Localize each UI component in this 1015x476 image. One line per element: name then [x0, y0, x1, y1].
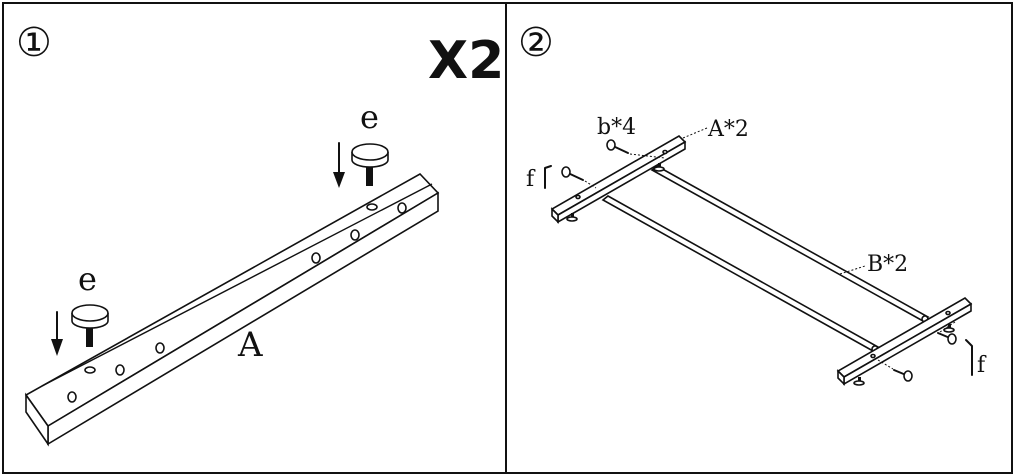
down-arrow-icon [333, 142, 345, 188]
part-label-a2: A*2 [707, 117, 749, 142]
foot-glide-e-right [351, 143, 389, 186]
bolt-b-top [606, 139, 666, 159]
step-number-2: ② [518, 20, 554, 66]
beam-top-hole [366, 203, 378, 211]
panel-2-frame [505, 2, 1013, 474]
leader-a2 [682, 127, 708, 139]
foot-glide-e-left [71, 304, 109, 347]
quantity-label: X2 [428, 31, 504, 91]
beam-hole [115, 364, 125, 376]
down-arrow-icon [51, 311, 63, 356]
part-label-b2: B*2 [867, 252, 908, 277]
step-number-1: ① [16, 20, 52, 66]
beam-a [24, 172, 440, 447]
beam-hole [155, 342, 165, 354]
part-label-e-left: e [78, 260, 97, 298]
beam-hole [311, 252, 321, 264]
beam-hole [67, 391, 77, 403]
beam-a-top [550, 135, 687, 224]
allen-key-f-left-icon [544, 165, 552, 189]
part-label-f-right: f [977, 353, 987, 378]
part-label-f-left: f [526, 167, 536, 192]
part-label-b4: b*4 [597, 115, 636, 140]
bolt-b-left [561, 166, 597, 189]
allen-key-f-right-icon [965, 339, 973, 376]
beam-hole [397, 202, 407, 214]
beam-top-hole [84, 366, 96, 374]
bolt-b-bottom [877, 359, 913, 382]
leader-b2 [839, 265, 866, 275]
beam-hole [350, 229, 360, 241]
part-label-e-top: e [360, 98, 379, 136]
part-label-a: A [237, 325, 263, 365]
bolt-b-right [937, 321, 957, 345]
beam-a-bottom [836, 297, 973, 386]
